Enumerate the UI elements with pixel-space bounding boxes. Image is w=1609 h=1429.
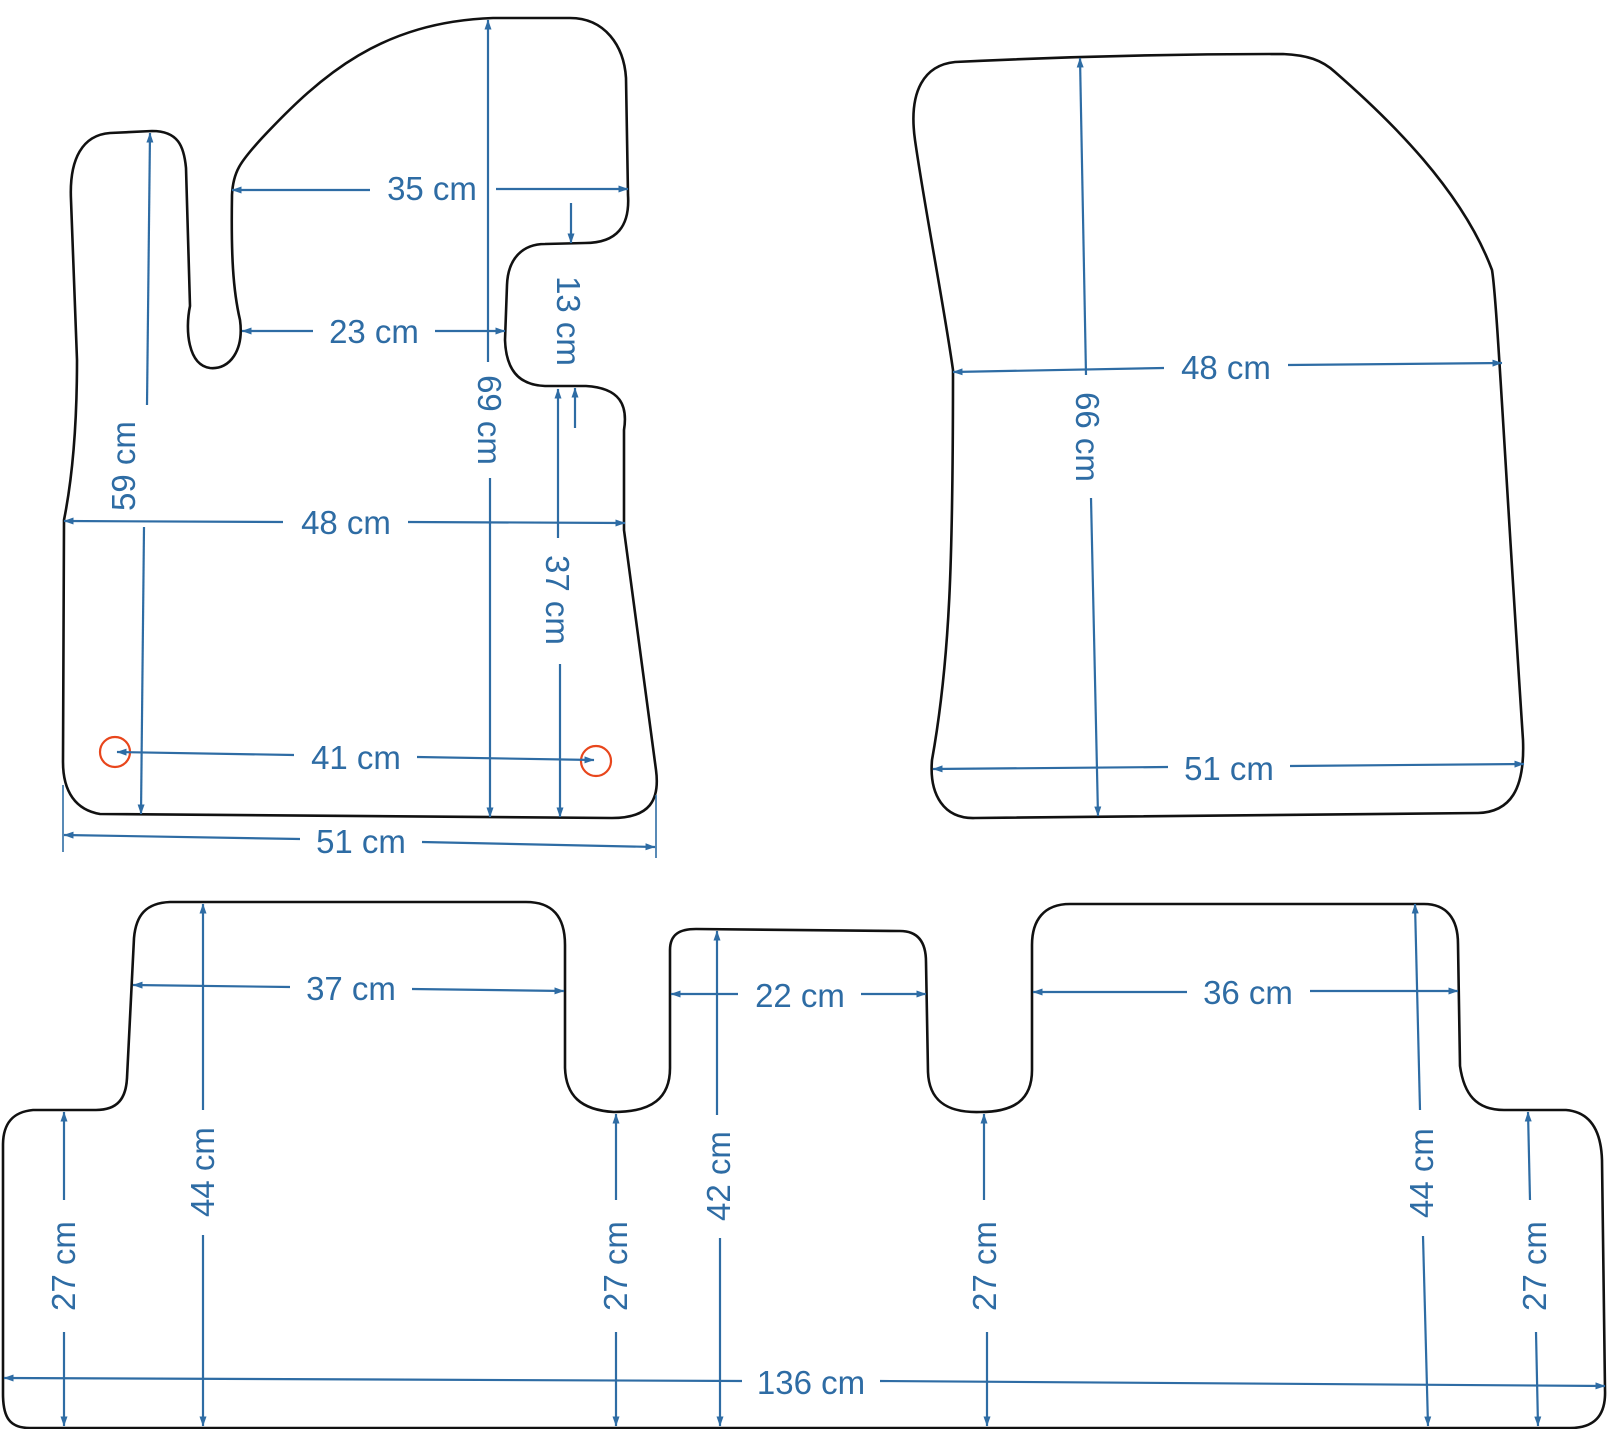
driver-dim-width-mid-line-a xyxy=(63,517,284,525)
driver-dim-overall-height-label: 69 cm xyxy=(471,375,508,465)
passenger-dim-width-bottom: 51 cm xyxy=(932,750,1525,787)
driver-dim-width-bottom: 51 cm xyxy=(63,823,656,860)
passenger-dim-height-line-b xyxy=(1089,497,1102,817)
driver-dim-fixing-spacing: 41 cm xyxy=(98,735,613,778)
rear-dim-right-tab-width-label: 36 cm xyxy=(1203,974,1293,1011)
driver-dim-width-middle-label: 23 cm xyxy=(329,313,419,350)
driver-dim-width-bottom-line-b xyxy=(421,840,656,851)
rear-dim-left-edge-label: 27 cm xyxy=(45,1221,82,1311)
passenger-dim-width-top-line-a xyxy=(952,366,1165,376)
rear-dim-right-tab-width: 36 cm xyxy=(1032,974,1459,1011)
rear-dim-right-gap-label: 27 cm xyxy=(966,1221,1003,1311)
driver-dim-overall-height: 69 cm xyxy=(471,19,508,818)
rear-dim-total-width-label: 136 cm xyxy=(757,1364,865,1401)
driver-dim-left-height-line-a xyxy=(145,132,154,406)
rear-dim-middle-tab-width-label: 22 cm xyxy=(755,977,845,1014)
driver-dim-notch-height-label: 13 cm xyxy=(550,276,587,366)
rear-dim-left-tab-width-line-b xyxy=(411,987,565,995)
driver-dim-right-height-label: 37 cm xyxy=(539,555,576,645)
rear-dim-right-edge-label: 27 cm xyxy=(1516,1221,1553,1311)
passenger-mat: 48 cm 66 cm 51 cm xyxy=(912,52,1525,820)
driver-dim-width-mid-label: 48 cm xyxy=(301,504,391,541)
rear-dim-left-tab-width-label: 37 cm xyxy=(306,970,396,1007)
driver-dim-width-top-label: 35 cm xyxy=(387,170,477,207)
driver-fixing-marker-right xyxy=(579,744,613,778)
rear-dim-left-tab-width-line-a xyxy=(132,981,291,989)
driver-dim-fixing-line-a xyxy=(116,748,295,757)
rear-mat: 37 cm 22 cm 36 cm 27 cm 44 cm xyxy=(1,900,1607,1429)
rear-dim-middle-tab-width: 22 cm xyxy=(670,977,927,1014)
rear-dim-right-edge-line-a xyxy=(1524,1111,1532,1201)
rear-dim-total-width-line-a xyxy=(3,1374,743,1383)
driver-dim-left-height-label: 59 cm xyxy=(105,421,142,511)
driver-mat: 35 cm 23 cm 13 cm 59 cm 69 cm xyxy=(61,16,659,860)
rear-dim-middle-tab-height-label: 42 cm xyxy=(700,1131,737,1221)
driver-dim-width-top: 35 cm xyxy=(231,170,629,207)
rear-dim-right-tab-height-line-b xyxy=(1421,1235,1432,1427)
driver-mat-outline xyxy=(61,16,659,820)
passenger-dim-width-top: 48 cm xyxy=(952,349,1503,386)
passenger-dim-width-top-line-b xyxy=(1287,359,1503,367)
driver-dim-fixing-line-b xyxy=(416,755,595,764)
rear-dim-right-tab-height-line-a xyxy=(1411,903,1422,1111)
passenger-dim-width-bottom-line-a xyxy=(932,765,1169,773)
rear-dim-total-width-line-b xyxy=(879,1379,1606,1390)
rear-dim-right-edge-line-b xyxy=(1534,1331,1542,1427)
rear-dim-left-tab-height: 44 cm xyxy=(184,903,221,1427)
passenger-dim-height-line-a xyxy=(1076,57,1088,376)
driver-dim-width-mid-line-b xyxy=(407,519,626,527)
passenger-dim-width-bottom-line-b xyxy=(1289,760,1525,768)
rear-dim-left-tab-height-label: 44 cm xyxy=(184,1127,221,1217)
driver-dim-left-height: 59 cm xyxy=(105,132,154,815)
rear-dim-middle-tab-height: 42 cm xyxy=(700,930,737,1427)
rear-dim-right-gap-height: 27 cm xyxy=(966,1113,1003,1427)
passenger-dim-height: 66 cm xyxy=(1069,57,1106,817)
rear-dim-right-tab-height-label: 44 cm xyxy=(1403,1128,1440,1218)
driver-dim-notch-height: 13 cm xyxy=(550,203,587,428)
rear-dim-right-tab-height: 44 cm xyxy=(1403,903,1440,1427)
rear-mat-outline xyxy=(1,900,1607,1429)
driver-dim-left-height-line-b xyxy=(137,526,146,815)
rear-dim-left-gap-height: 27 cm xyxy=(597,1113,634,1427)
passenger-dim-width-top-label: 48 cm xyxy=(1181,349,1271,386)
passenger-dim-height-label: 66 cm xyxy=(1069,392,1106,482)
driver-dim-fixing-spacing-label: 41 cm xyxy=(311,739,401,776)
rear-dim-left-edge-height: 27 cm xyxy=(45,1111,82,1427)
rear-dim-total-width: 136 cm xyxy=(3,1364,1606,1401)
driver-dim-right-height: 37 cm xyxy=(539,388,576,818)
driver-dim-width-bottom-label: 51 cm xyxy=(316,823,406,860)
driver-dim-width-middle: 23 cm xyxy=(241,313,506,350)
passenger-dim-width-bottom-label: 51 cm xyxy=(1184,750,1274,787)
rear-dim-left-tab-width: 37 cm xyxy=(132,970,565,1007)
driver-dim-width-bottom-line-a xyxy=(63,831,301,841)
driver-dim-width-mid: 48 cm xyxy=(63,504,626,541)
rear-dim-left-gap-label: 27 cm xyxy=(597,1221,634,1311)
passenger-mat-outline xyxy=(912,52,1525,820)
rear-dim-right-edge-height: 27 cm xyxy=(1516,1111,1553,1427)
